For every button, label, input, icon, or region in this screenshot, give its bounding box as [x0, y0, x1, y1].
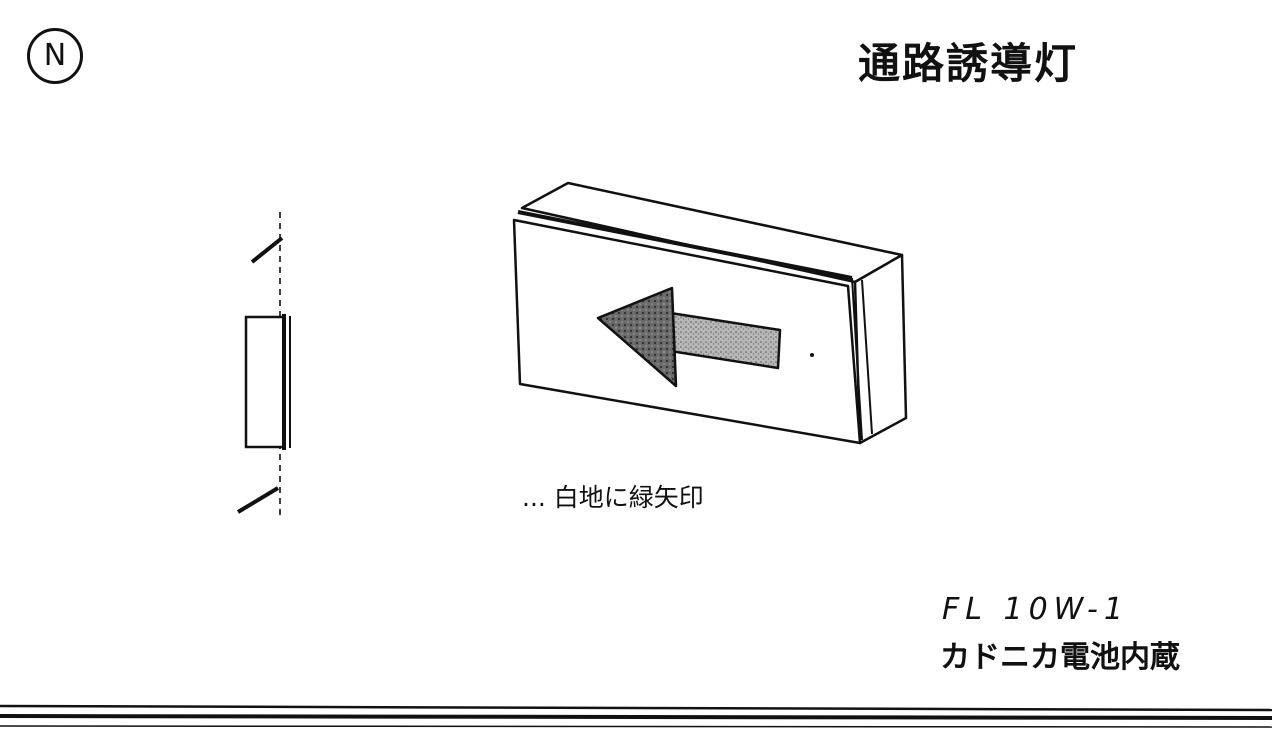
bezel-top-edge — [517, 210, 853, 280]
north-circle-label: N — [27, 28, 83, 84]
sign-box — [512, 181, 908, 445]
arrow-note: ... 白地に緑矢印 — [522, 483, 704, 512]
wall-hatch-bottom — [236, 486, 280, 514]
side-view — [236, 212, 291, 520]
wall-hatch-top — [250, 236, 284, 264]
bezel-right-edge-2 — [861, 279, 873, 435]
lamp-spec: FL 10W-1 — [942, 592, 1129, 627]
dot-mark — [810, 353, 814, 357]
border-rule — [0, 704, 1272, 728]
battery-spec: カドニカ電池内蔵 — [940, 640, 1180, 675]
arrow-head — [596, 286, 678, 388]
bezel-right-edge — [851, 277, 863, 441]
fixture-side-body — [244, 315, 286, 449]
drawing-title: 通路誘導灯 — [858, 39, 1079, 88]
